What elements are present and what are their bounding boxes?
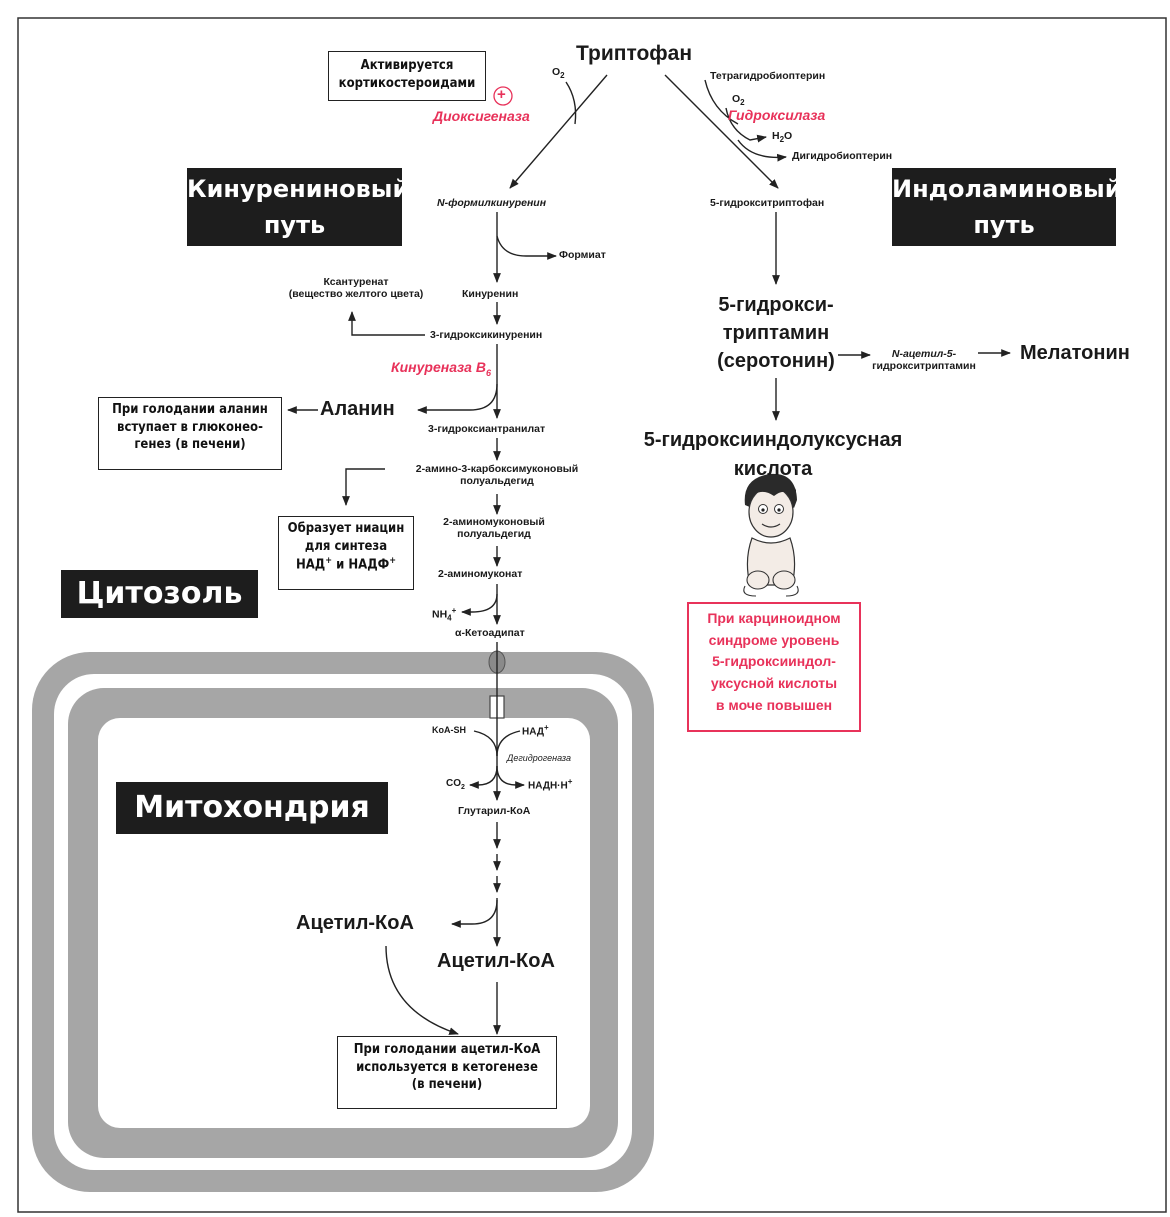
o2-right-label: O2 (732, 93, 745, 108)
acetyl-coa-left: Ацетил-КоА (296, 912, 414, 934)
alanine-box: При голодании аланин вступает в глюконео… (98, 397, 282, 470)
5-hydroxytryptophan-label: 5-гидрокситриптофан (710, 197, 825, 209)
n-acetyl-serotonin-label: N-ацетил-5- гидрокситриптамин (872, 348, 976, 372)
arrow-formate (496, 235, 557, 260)
arrow-acetyl-left-box (385, 945, 459, 1035)
arrow-xanthurenate (348, 311, 425, 336)
koa-sh-label: KoA-SH (432, 725, 466, 735)
arrow-h2o (725, 107, 767, 143)
arrow-nh4 (461, 593, 498, 616)
serotonin-label: 5-гидрокси- триптамин (серотонин) (717, 294, 835, 372)
alpha-ketoadipate-label: α-Кетоадипат (455, 627, 525, 639)
dioxygenase-label: Диоксигеназа (433, 108, 530, 124)
mitochondrion-banner: Митохондрия (116, 782, 388, 834)
melatonin-label: Мелатонин (1020, 342, 1130, 364)
nh4-label: NH4+ (432, 606, 457, 623)
cytosol-banner: Цитозоль (61, 570, 258, 618)
arrow-trp-to-5htp (664, 74, 779, 189)
ketogenesis-box: При голодании ацетил-КоА используется в … (337, 1036, 557, 1109)
nad-label: НАД+ (522, 723, 549, 738)
arrow-nad (496, 730, 521, 757)
tetrahydrobiopterin-label: Тетрагидробиоптерин (710, 70, 826, 82)
arrow-nadh (496, 765, 525, 789)
page-frame (17, 17, 1167, 1213)
arrow-dihydro (737, 139, 787, 162)
xanthurenate-label: Ксантуренат(вещество желтого цвета) (288, 276, 424, 300)
arrow-acetyl-left (451, 899, 498, 928)
n-formylkynurenine: N-формилкинуренин (437, 197, 547, 209)
arrow-alanine (417, 383, 498, 414)
nadh-label: НАДН·Н+ (528, 777, 573, 792)
niacin-box: Образует ниацин для синтеза НАД+ и НАДФ+ (278, 516, 414, 590)
2-aminomuconate-label: 2-аминомуконат (438, 568, 523, 580)
3-hydroxykynurenine-label: 3-гидроксикинуренин (430, 329, 543, 341)
dehydrogenase-label: Дегидрогеназа (507, 753, 571, 763)
o2-left-label: O2 (552, 66, 565, 81)
title-tryptophan: Триптофан (576, 42, 693, 65)
arrow-trp-to-nformyl (509, 74, 608, 189)
kynurenine-label: Кинуренин (462, 288, 519, 300)
alanine-label: Аланин (320, 398, 395, 420)
acetyl-coa-right: Ацетил-КоА (437, 950, 555, 972)
plus-sign: + (497, 86, 506, 103)
dihydrobiopterin-label: Дигидробиоптерин (792, 150, 893, 162)
glutaryl-coa-label: Глутарил-КоА (458, 805, 531, 817)
co2-label: CO2 (446, 778, 465, 791)
arrow-niacin (342, 468, 385, 506)
arrow-o2-left (565, 81, 577, 125)
3-hydroxyanthranilate-label: 3-гидроксиантранилат (428, 423, 546, 435)
hydroxylase-label: Гидроксилаза (728, 107, 826, 123)
carcinoid-box: При карциноидном синдроме уровень 5-гидр… (687, 602, 861, 732)
corticosteroids-box: Активируется кортикостероидами (328, 51, 486, 101)
formate-label: Формиат (559, 249, 606, 261)
arrow-tetrahydro (704, 79, 739, 125)
5-hiaa-label: 5-гидроксииндолуксусная кислота (643, 429, 903, 480)
h2o-label: H2O (772, 130, 793, 145)
kynureninase-label: Кинурeназа B6 (391, 359, 491, 378)
activation-plus-circle (493, 86, 513, 106)
boy-illustration (743, 473, 799, 597)
